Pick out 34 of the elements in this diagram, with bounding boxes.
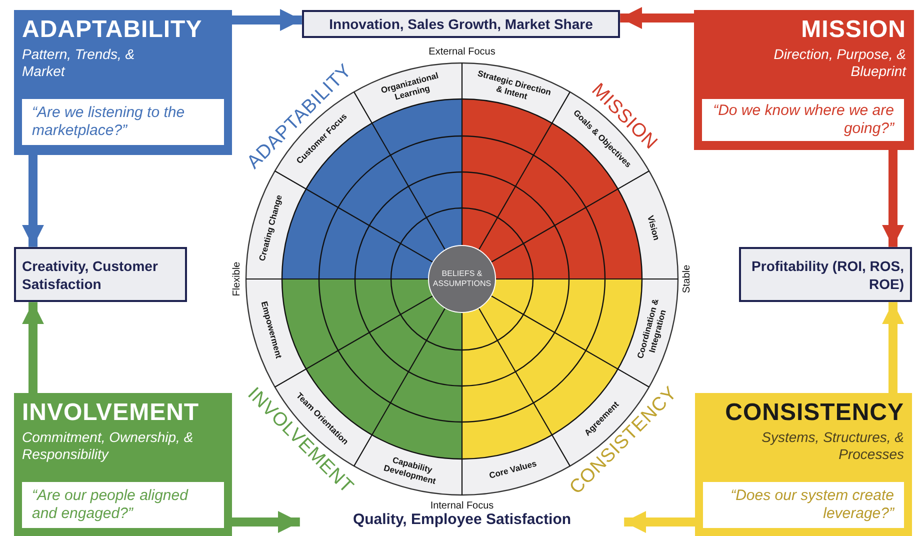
- question-box: “Do we know where we are going?”: [700, 97, 906, 143]
- dimension-panel: [14, 10, 232, 155]
- arrow: [22, 302, 44, 393]
- axis-label: Stable: [682, 264, 692, 294]
- dimension-title: CONSISTENCY: [724, 399, 904, 427]
- outcome-box: Creativity, Customer Satisfaction: [14, 247, 187, 302]
- dimension-title: INVOLVEMENT: [22, 399, 200, 427]
- outcome-box: Innovation, Sales Growth, Market Share: [302, 10, 620, 38]
- dimension-panel: [14, 393, 232, 536]
- arrow: [232, 511, 300, 533]
- dimension-subtitle: Systems, Structures, & Processes: [760, 429, 904, 463]
- dimension-subtitle: Direction, Purpose, & Blueprint: [772, 46, 906, 80]
- axis-label: Internal Focus: [430, 500, 494, 512]
- dimension-panel: [695, 393, 912, 536]
- dimension-subtitle: Pattern, Trends, & Market: [22, 46, 136, 80]
- arrow: [624, 511, 695, 533]
- trait-label: Core Values: [487, 457, 539, 483]
- axis-label: Flexible: [232, 262, 242, 296]
- arrow: [620, 7, 694, 29]
- arrow: [882, 302, 904, 393]
- dimension-title: MISSION: [800, 16, 906, 44]
- outcome-box: Profitability (ROI, ROS, ROE): [739, 247, 912, 302]
- dimension-title: ADAPTABILITY: [22, 16, 204, 44]
- outcome-text: Quality, Employee Satisfaction: [300, 511, 624, 533]
- arrow: [882, 150, 904, 247]
- trait-label: Vision: [644, 213, 664, 244]
- arrow: [232, 9, 302, 31]
- question-box: “Are our people aligned and engaged?”: [20, 480, 226, 530]
- question-box: “Are we listening to the marketplace?”: [20, 97, 226, 147]
- axis-label: External Focus: [428, 46, 496, 58]
- question-box: “Does our system create leverage?”: [701, 480, 906, 530]
- arrow: [22, 155, 44, 247]
- dimension-panel: [694, 10, 914, 150]
- dimension-subtitle: Commitment, Ownership, & Responsibility: [22, 429, 194, 463]
